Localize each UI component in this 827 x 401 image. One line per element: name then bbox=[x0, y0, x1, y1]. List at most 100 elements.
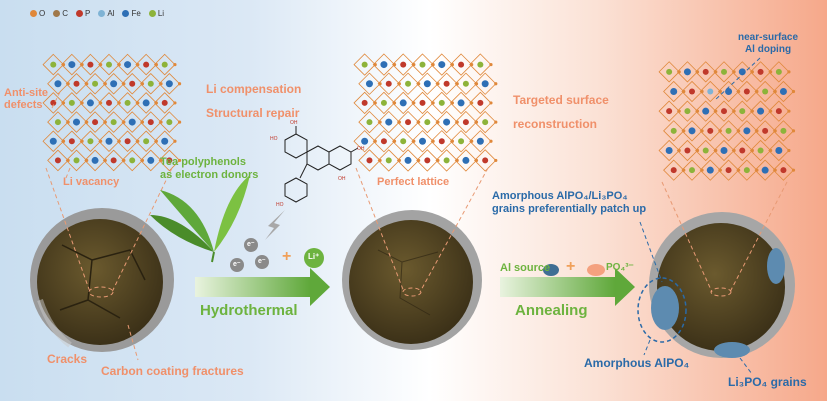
lattice-bond bbox=[61, 92, 83, 114]
atom-o bbox=[177, 82, 182, 86]
lattice-bond bbox=[47, 111, 69, 133]
lattice-bond bbox=[713, 61, 735, 83]
lattice-bond bbox=[135, 92, 157, 114]
atom-li bbox=[743, 167, 750, 174]
atom-li bbox=[702, 147, 709, 154]
lattice-bond bbox=[377, 149, 400, 172]
lattice-bond bbox=[121, 149, 143, 172]
atom-p bbox=[458, 61, 465, 68]
legend-dot bbox=[98, 10, 106, 17]
lattice-bond bbox=[658, 139, 680, 162]
atom-li bbox=[780, 127, 787, 134]
lattice-bond bbox=[749, 61, 772, 83]
atom-fe bbox=[476, 137, 484, 145]
atom-li bbox=[424, 119, 431, 126]
svg-text:OH: OH bbox=[338, 176, 346, 182]
lattice-bond bbox=[65, 72, 88, 95]
atom-fe bbox=[361, 137, 369, 145]
lattice-bond bbox=[158, 149, 181, 172]
lattice-bond bbox=[42, 53, 65, 76]
atom-fe bbox=[49, 137, 57, 145]
atom-p bbox=[405, 119, 412, 126]
lattice-bond bbox=[768, 139, 790, 162]
lattice-bond bbox=[469, 130, 492, 153]
li3po4-patch-right bbox=[767, 248, 785, 284]
lattice-bond bbox=[372, 130, 396, 153]
lattice-bond bbox=[474, 72, 497, 95]
atom-p bbox=[702, 68, 709, 75]
atom-li bbox=[110, 119, 117, 126]
lattice-bond bbox=[396, 72, 420, 95]
atom-fe bbox=[73, 118, 80, 126]
plus-sign-2: + bbox=[566, 258, 576, 275]
atom-fe bbox=[743, 127, 751, 135]
lattice-bond bbox=[411, 91, 434, 115]
atom-o bbox=[791, 129, 796, 133]
lattice-bond bbox=[79, 130, 102, 153]
lattice-bond bbox=[47, 72, 69, 95]
atom-li bbox=[87, 138, 94, 145]
lattice-bond bbox=[411, 53, 434, 76]
lattice-bond bbox=[695, 139, 717, 162]
lattice-bond bbox=[658, 61, 680, 83]
lattice-bond bbox=[102, 72, 125, 95]
lattice-bond bbox=[158, 111, 181, 133]
atom-p bbox=[762, 127, 769, 134]
atom-fe bbox=[683, 68, 691, 76]
atom-fe bbox=[423, 80, 431, 88]
atom-al bbox=[707, 88, 714, 95]
atom-p bbox=[380, 138, 387, 145]
lattice-bond bbox=[65, 149, 88, 172]
atom-li bbox=[361, 61, 368, 68]
lattice-bond bbox=[416, 110, 439, 134]
lattice-bond bbox=[469, 91, 492, 115]
legend-dot bbox=[122, 10, 130, 17]
lattice-bond bbox=[98, 53, 120, 76]
lattice-bond bbox=[713, 100, 735, 122]
lattice-bond bbox=[699, 120, 721, 142]
atom-li bbox=[757, 147, 764, 154]
legend-dot bbox=[53, 10, 61, 17]
lattice-bond bbox=[79, 53, 102, 76]
lattice-bond bbox=[695, 100, 717, 122]
lattice-bond bbox=[411, 130, 434, 153]
lattice-bond bbox=[358, 72, 381, 95]
po4-label: PO₄³⁻ bbox=[606, 262, 634, 273]
atom-li bbox=[419, 61, 426, 68]
atom-fe bbox=[142, 99, 150, 107]
atom-li bbox=[385, 157, 392, 164]
lattice-bond bbox=[158, 72, 181, 95]
lattice-bond bbox=[121, 111, 143, 133]
atom-p bbox=[424, 157, 431, 164]
al-source-label: Al source bbox=[500, 262, 551, 274]
li-ion-badge bbox=[304, 248, 324, 268]
lattice-bond bbox=[474, 149, 497, 172]
atom-p bbox=[443, 80, 450, 87]
atom-p bbox=[68, 138, 75, 145]
lattice-bond bbox=[42, 130, 65, 153]
atom-fe bbox=[725, 88, 733, 95]
atom-p bbox=[361, 99, 368, 106]
atom-fe bbox=[702, 107, 710, 115]
atom-li bbox=[438, 99, 445, 106]
atom-li bbox=[73, 157, 80, 164]
carbon-fractures-label: Carbon coating fractures bbox=[101, 364, 244, 378]
legend-item: P bbox=[76, 9, 90, 18]
atom-li bbox=[92, 80, 99, 87]
atom-li bbox=[68, 99, 75, 106]
electron-3: e⁻ bbox=[258, 258, 266, 265]
svg-text:HO: HO bbox=[270, 136, 278, 142]
lattice-bond bbox=[681, 159, 703, 181]
lattice-bond bbox=[454, 72, 478, 95]
lattice-bond bbox=[736, 80, 758, 103]
lattice-bond bbox=[416, 149, 439, 172]
legend-label: P bbox=[85, 9, 91, 18]
atom-fe bbox=[670, 88, 678, 95]
atom-li bbox=[147, 80, 154, 87]
legend-dot bbox=[76, 10, 84, 17]
lattice-bond bbox=[749, 139, 772, 162]
